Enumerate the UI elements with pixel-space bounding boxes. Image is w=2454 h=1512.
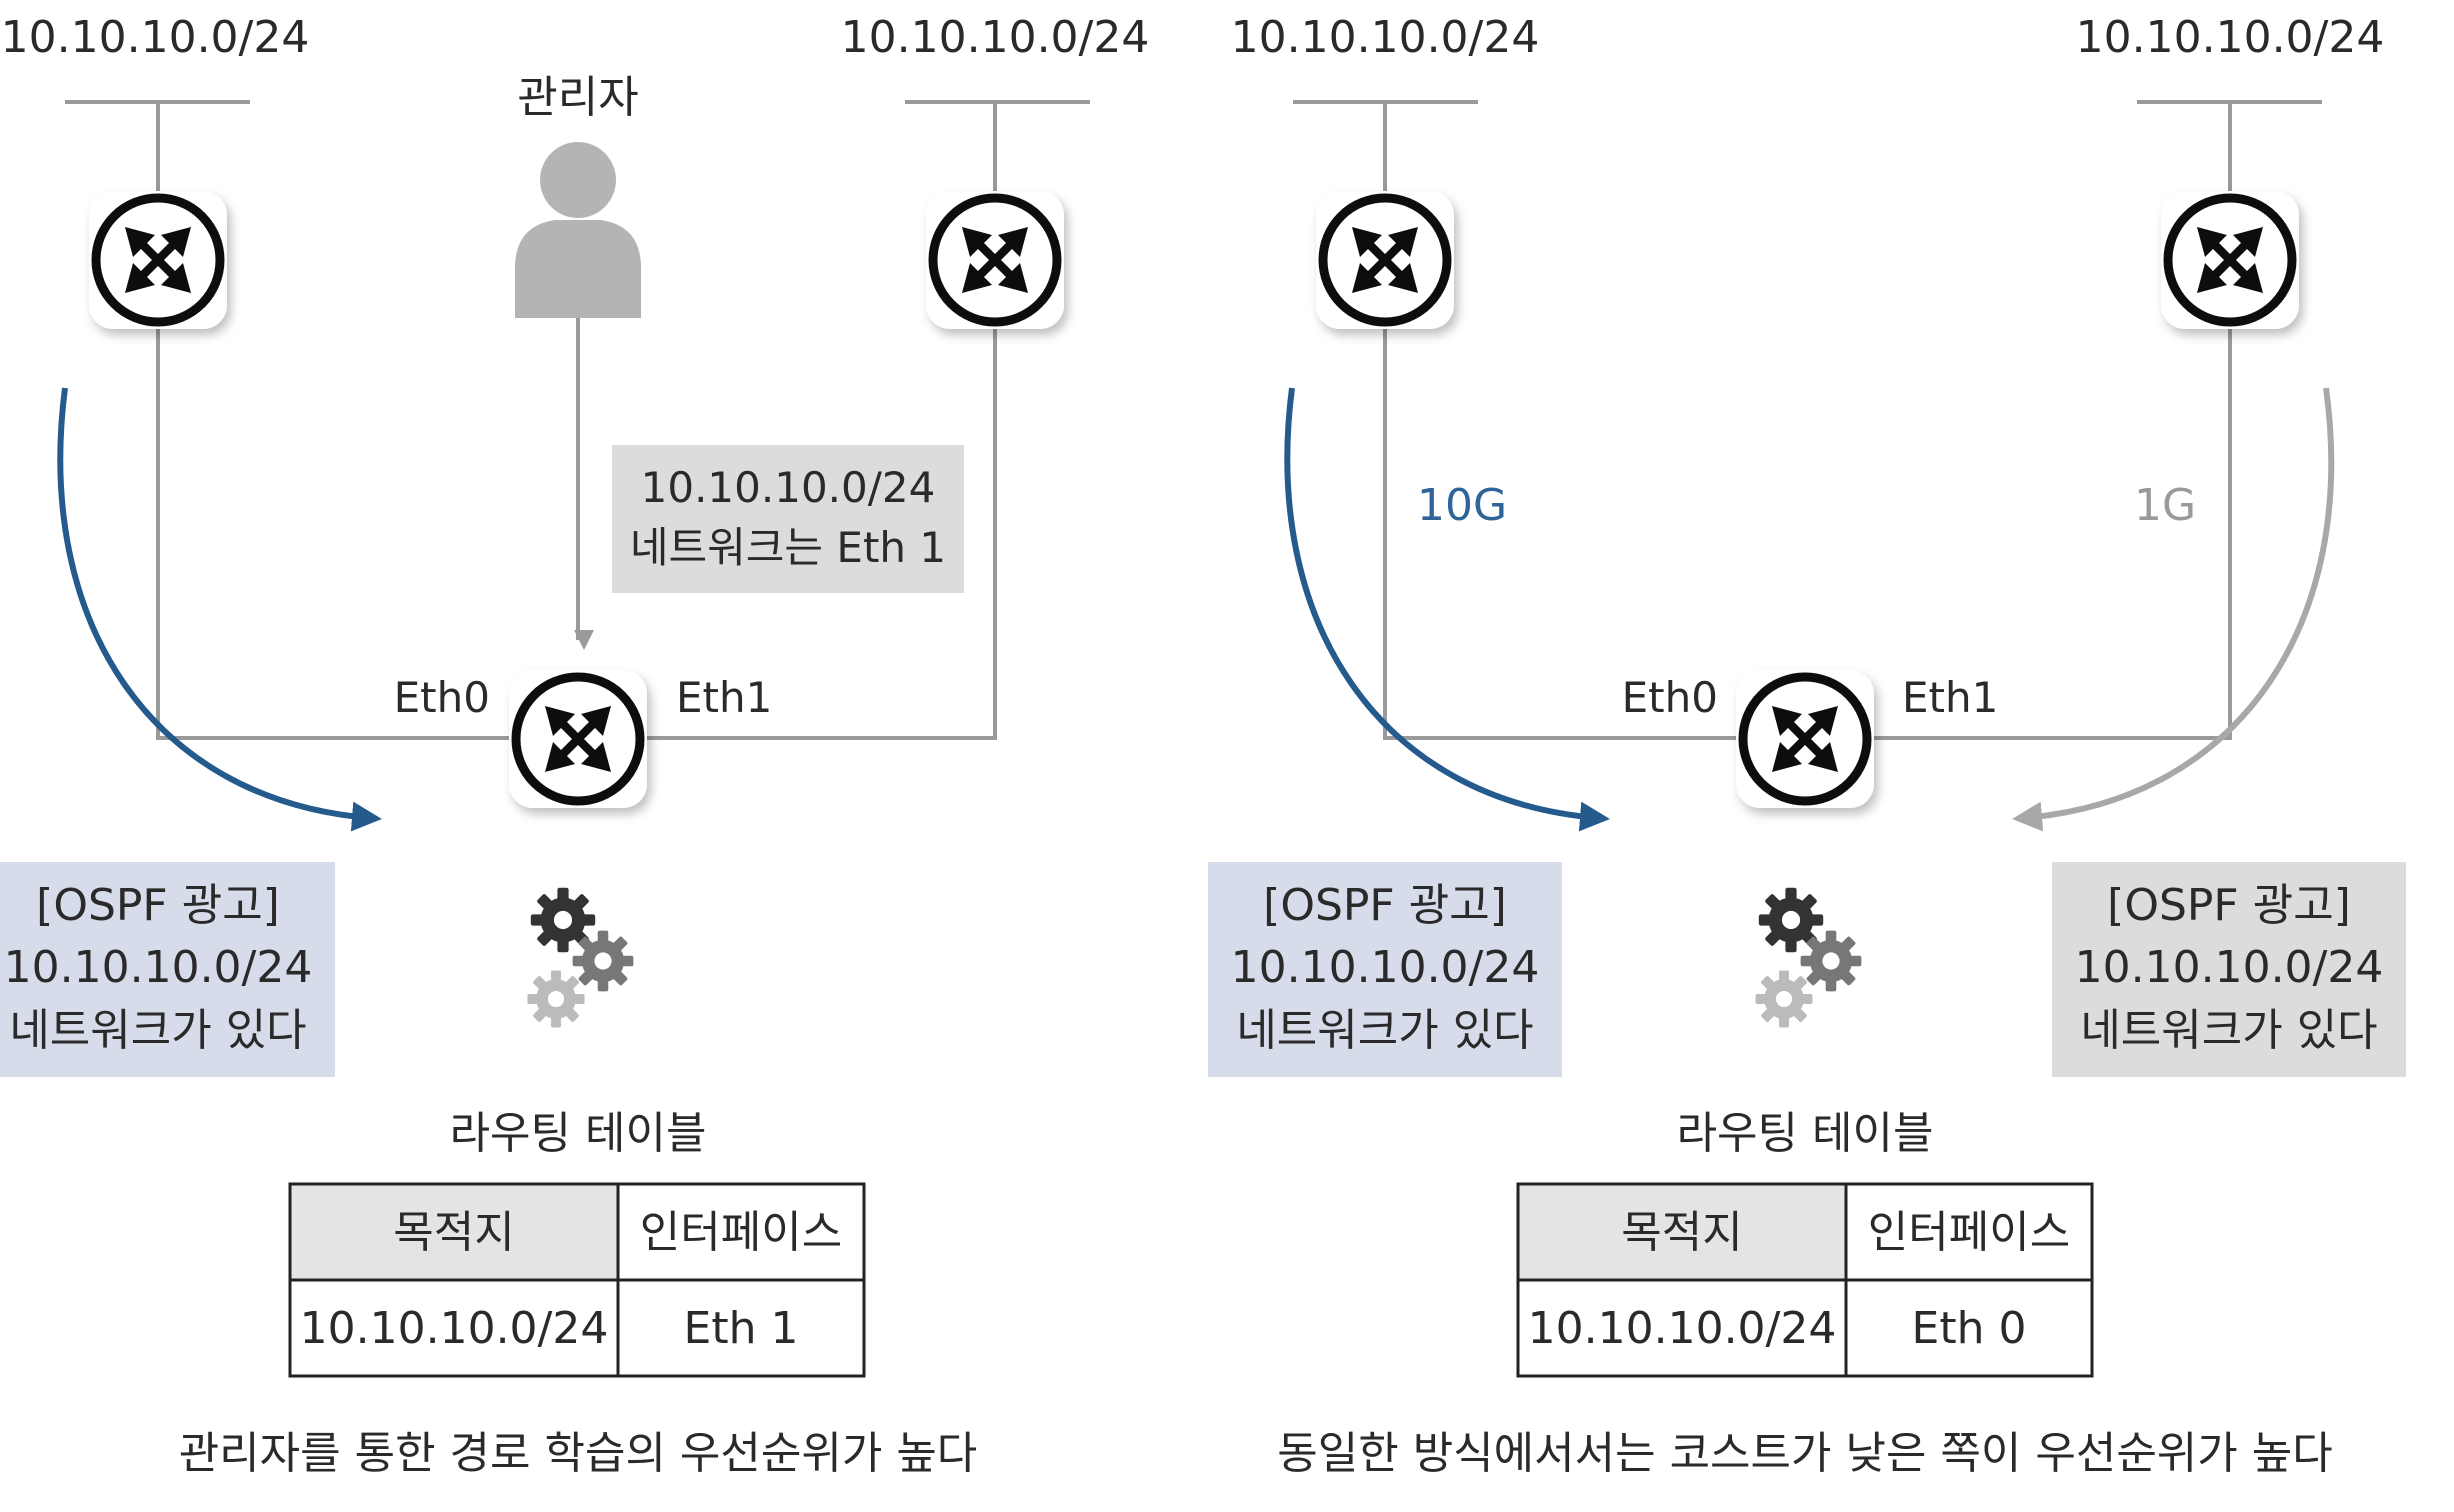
network-label-top-right: 10.10.10.0/24 xyxy=(2076,12,2385,63)
left-caption: 관리자를 통한 경로 학습의 우선순위가 높다 xyxy=(179,1428,978,1479)
ospf-box-left-line-2: 10.10.10.0/24 xyxy=(1231,942,1540,993)
link-speed-right: 1G xyxy=(2134,480,2196,531)
admin-note-line-2: 네트워크는 Eth 1 xyxy=(630,523,946,572)
ospf-box-left-line-3: 네트워크가 있다 xyxy=(1236,1005,1533,1056)
network-label-top-right: 10.10.10.0/24 xyxy=(841,12,1150,63)
routing-table-title: 라우팅 테이블 xyxy=(1677,1108,1934,1159)
ospf-advertisement-box-right xyxy=(2052,862,2406,1077)
ospf-advertisement-arrow-right xyxy=(2012,387,2335,832)
table-cell-destination: 10.10.10.0/24 xyxy=(1528,1303,1837,1354)
gears-icon xyxy=(1755,887,1862,1028)
network-label-top-left: 10.10.10.0/24 xyxy=(1231,12,1540,63)
ospf-box-right-line-3: 네트워크가 있다 xyxy=(2080,1005,2377,1056)
router-icon-top-left xyxy=(1316,191,1454,329)
table-header-destination: 목적지 xyxy=(1621,1207,1742,1258)
router-icon-center xyxy=(1736,670,1874,808)
ospf-box-line-2: 10.10.10.0/24 xyxy=(4,942,313,993)
table-cell-interface: Eth 0 xyxy=(1912,1303,2027,1354)
router-icon-top-left xyxy=(89,191,227,329)
eth1-label: Eth1 xyxy=(676,673,772,722)
ospf-advertisement-box-left xyxy=(1208,862,1562,1077)
admin-note-box xyxy=(612,445,964,593)
right-caption: 동일한 방식에서서는 코스트가 낮은 쪽이 우선순위가 높다 xyxy=(1277,1428,2332,1479)
table-cell xyxy=(288,1278,620,1378)
table-header-interface: 인터페이스 xyxy=(640,1207,842,1258)
ospf-box-line-3: 네트워크가 있다 xyxy=(9,1005,306,1056)
router-icon-top-right xyxy=(2161,191,2299,329)
network-label-top-left: 10.10.10.0/24 xyxy=(1,12,310,63)
ospf-box-right-line-1: [OSPF 광고] xyxy=(2107,880,2351,931)
routing-table: 목적지 인터페이스 10.10.10.0/24 Eth 0 xyxy=(1516,1182,2094,1378)
table-cell xyxy=(616,1278,866,1378)
link-path xyxy=(1383,102,2232,740)
router-icon-top-right xyxy=(926,191,1064,329)
table-cell-destination: 10.10.10.0/24 xyxy=(300,1303,609,1354)
right-panel: 10.10.10.0/24 10.10.10.0/24 10G 1G Eth0 … xyxy=(1208,12,2406,1479)
ospf-box-line-1: [OSPF 광고] xyxy=(36,880,280,931)
admin-person-icon xyxy=(515,142,641,318)
network-links xyxy=(1293,100,2322,740)
left-panel: 10.10.10.0/24 10.10.10.0/24 관리자 10.10.10… xyxy=(0,12,1149,1479)
eth1-label: Eth1 xyxy=(1902,673,1998,722)
ospf-advertisement-arrow xyxy=(57,387,382,832)
ospf-advertisement-box xyxy=(0,862,335,1077)
routing-table-title: 라우팅 테이블 xyxy=(450,1108,707,1159)
eth0-label: Eth0 xyxy=(394,673,490,722)
table-cell-interface: Eth 1 xyxy=(684,1303,799,1354)
table-header-cell xyxy=(616,1182,866,1282)
router-icon-center xyxy=(509,670,647,808)
admin-note-line-1: 10.10.10.0/24 xyxy=(641,463,936,512)
ospf-box-right-line-2: 10.10.10.0/24 xyxy=(2075,942,2384,993)
eth0-label: Eth0 xyxy=(1622,673,1718,722)
ospf-advertisement-arrow-left xyxy=(1284,387,1610,832)
table-header-cell xyxy=(1844,1182,2094,1282)
ospf-box-left-line-1: [OSPF 광고] xyxy=(1263,880,1507,931)
admin-label: 관리자 xyxy=(517,72,638,123)
table-cell xyxy=(1844,1278,2094,1378)
routing-table: 목적지 인터페이스 10.10.10.0/24 Eth 1 xyxy=(288,1182,866,1378)
table-header-destination: 목적지 xyxy=(393,1207,514,1258)
gears-icon xyxy=(527,887,634,1028)
link-speed-left: 10G xyxy=(1417,480,1507,531)
table-header-interface: 인터페이스 xyxy=(1868,1207,2070,1258)
